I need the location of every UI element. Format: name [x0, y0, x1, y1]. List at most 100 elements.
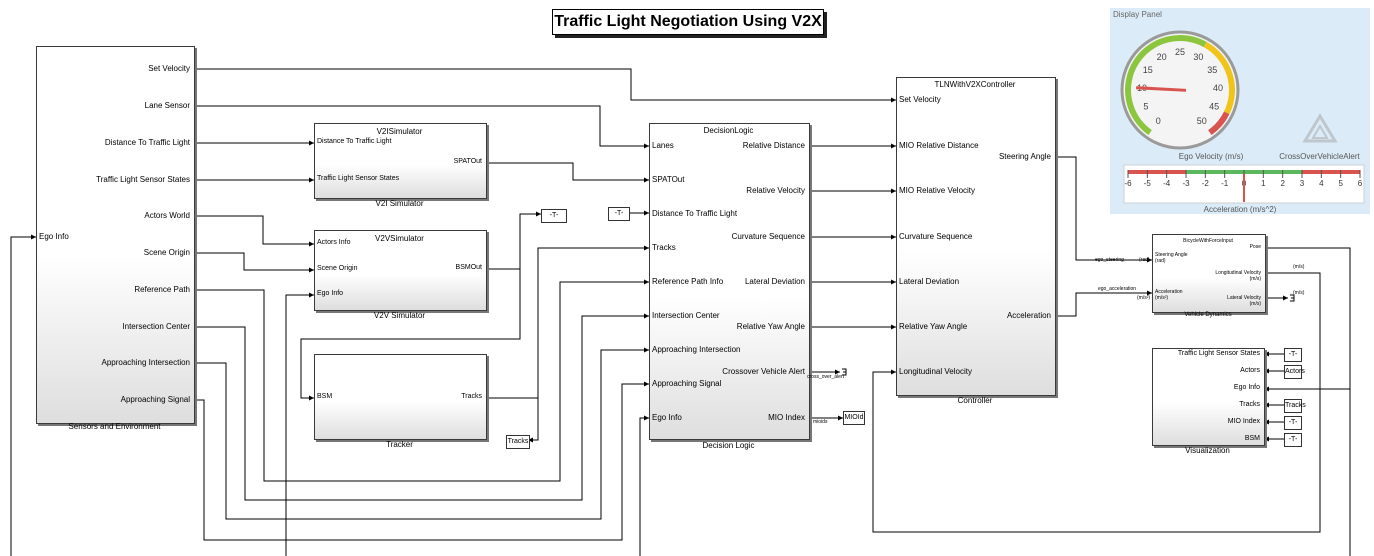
- gauge-tick-label: 30: [1193, 52, 1203, 62]
- accel-tick-label: -2: [1202, 179, 1210, 188]
- signal-line: [485, 211, 541, 270]
- controller-block[interactable]: [896, 77, 1056, 396]
- signal-lines: [10, 68, 1351, 556]
- controller-in-curvature: Curvature Sequence: [899, 232, 973, 241]
- port-unit-long-vel: (m/s): [1293, 264, 1305, 270]
- crossover-alert-label: CrossOverVehicleAlert: [1279, 152, 1360, 161]
- sensors-out-reference-path: Reference Path: [134, 285, 190, 294]
- gauge-band-yellow: [1203, 41, 1235, 115]
- vehicle-dynamics-block[interactable]: [1152, 234, 1266, 313]
- from-tag-tracks[interactable]: Tracks: [506, 435, 530, 449]
- signal-line: [193, 215, 314, 247]
- visualization-caption: Visualization: [1185, 446, 1230, 455]
- crossover-alert-icon: [1302, 113, 1338, 143]
- accel-tick-label: 4: [1319, 179, 1324, 188]
- signal-line: [193, 313, 649, 501]
- decision-in-tracks: Tracks: [652, 243, 676, 252]
- signal-line: [872, 272, 1321, 533]
- visualization-block[interactable]: [1152, 348, 1265, 446]
- gauge-tick-label: 15: [1143, 65, 1153, 75]
- controller-caption: Controller: [957, 396, 993, 405]
- sensors-caption: Sensors and Environment: [68, 422, 161, 431]
- decision-out-relative-velocity: Relative Velocity: [746, 186, 805, 195]
- v2i-in-traffic-states: Traffic Light Sensor States: [317, 175, 400, 182]
- from-tag-distance[interactable]: -T-: [608, 207, 630, 221]
- accel-tick-label: 2: [1280, 179, 1285, 188]
- controller-in-yaw-angle: Relative Yaw Angle: [899, 322, 968, 331]
- v2v-in-scene-origin: Scene Origin: [317, 265, 358, 272]
- controller-in-mio-velocity: MIO Relative Velocity: [899, 186, 976, 195]
- ego-velocity-label: Ego Velocity (m/s): [1178, 152, 1244, 161]
- v2i-header: V2ISimulator: [376, 127, 423, 136]
- sensors-out-set-velocity: Set Velocity: [148, 64, 190, 73]
- decision-logic-block[interactable]: [649, 123, 810, 440]
- signal-line: [193, 68, 896, 103]
- signal-line: [193, 105, 649, 149]
- accel-band-red-right: [1302, 170, 1360, 174]
- accel-tick-label: 5: [1338, 179, 1343, 188]
- controller-in-mio-distance: MIO Relative Distance: [899, 141, 979, 150]
- sensors-out-lane-sensor: Lane Sensor: [144, 101, 190, 110]
- gauge-tick-label: 40: [1213, 83, 1223, 93]
- vis-in-bsm: BSM: [1244, 435, 1260, 442]
- gauge-tick-label: 25: [1175, 47, 1185, 57]
- controller-in-longitudinal-velocity: Longitudinal Velocity: [899, 367, 972, 376]
- vehicle-out-lat-velocity: Lateral Velocity: [1227, 295, 1261, 301]
- controller-out-steering: Steering Angle: [998, 152, 1051, 161]
- vehicle-in-acceleration-unit: (m/s²): [1155, 295, 1169, 301]
- controller-in-lateral-deviation: Lateral Deviation: [899, 277, 960, 286]
- sensors-environment-block[interactable]: [36, 46, 195, 424]
- vis-tag-actors[interactable]: Actors: [1284, 365, 1305, 379]
- sensors-out-intersection-center: Intersection Center: [122, 322, 190, 331]
- vehicle-in-steering: Steering Angle: [1155, 252, 1188, 258]
- signal-label-ego-acceleration: ego_acceleration: [1098, 286, 1137, 292]
- ego-velocity-gauge: 05101520253035404550-6-5-4-3-2-10123456: [1120, 30, 1365, 204]
- controller-out-acceleration: Acceleration: [1006, 311, 1051, 320]
- decision-out-mio-index: MIO Index: [768, 413, 805, 422]
- signal-label-ego-steering: ego_steering: [1095, 257, 1124, 263]
- decision-in-distance: Distance To Traffic Light: [652, 209, 738, 218]
- vis-tag-bsm[interactable]: -T-: [1284, 433, 1302, 447]
- vis-in-traffic-states: Traffic Light Sensor States: [1177, 350, 1260, 357]
- gauge-needle: [1135, 86, 1187, 92]
- accel-tick-label: -1: [1221, 179, 1229, 188]
- vis-tag-mio[interactable]: -T-: [1284, 416, 1302, 430]
- v2v-out-bsmout: BSMOut: [455, 264, 482, 271]
- diagram-title: Traffic Light Negotiation Using V2X: [552, 9, 824, 35]
- signal-line: [285, 292, 314, 556]
- vis-tag-tracks[interactable]: Tracks: [1284, 399, 1306, 413]
- v2v-simulator-block[interactable]: [314, 230, 487, 311]
- gauge-tick-label: 50: [1197, 116, 1207, 126]
- signal-line: [10, 234, 36, 556]
- port-unit-rad: (rad): [1139, 257, 1150, 263]
- tracker-out-tracks: Tracks: [461, 393, 482, 400]
- decision-in-approaching-intersection: Approaching Intersection: [652, 345, 741, 354]
- signal-line: [193, 279, 649, 482]
- signal-line: [485, 162, 649, 183]
- accel-band-red-left: [1128, 170, 1186, 174]
- accel-tick-label: -3: [1182, 179, 1190, 188]
- gauge-band-red: [1208, 111, 1230, 136]
- v2i-caption: V2I Simulator: [375, 199, 424, 208]
- vehicle-out-lat-velocity-unit: (m/s): [1249, 301, 1261, 307]
- decision-out-lateral-deviation: Lateral Deviation: [744, 277, 805, 286]
- decision-out-relative-distance: Relative Distance: [742, 141, 805, 150]
- signal-line: [193, 381, 649, 541]
- sensors-out-actors-world: Actors World: [144, 211, 190, 220]
- goto-tag-mioid[interactable]: MIOId: [843, 411, 865, 425]
- tracker-caption: Tracker: [386, 440, 413, 449]
- vehicle-out-pose: Pose: [1249, 244, 1261, 250]
- signal-line: [1054, 290, 1152, 317]
- port-unit-lat-vel: (m/s): [1293, 290, 1305, 296]
- goto-tag-bsm[interactable]: -T-: [541, 209, 567, 223]
- vehicle-out-long-velocity-unit: (m/s): [1249, 276, 1261, 282]
- decision-out-curvature: Curvature Sequence: [731, 232, 805, 241]
- tracker-block[interactable]: [314, 354, 487, 440]
- v2i-simulator-block[interactable]: [314, 123, 487, 199]
- vis-tag-traffic-states[interactable]: -T-: [1284, 348, 1302, 362]
- display-panel-title: Display Panel: [1113, 10, 1162, 19]
- v2v-in-ego-info: Ego Info: [317, 290, 344, 297]
- vehicle-out-long-velocity: Longitudinal Velocity: [1215, 270, 1261, 276]
- signal-line: [193, 252, 314, 273]
